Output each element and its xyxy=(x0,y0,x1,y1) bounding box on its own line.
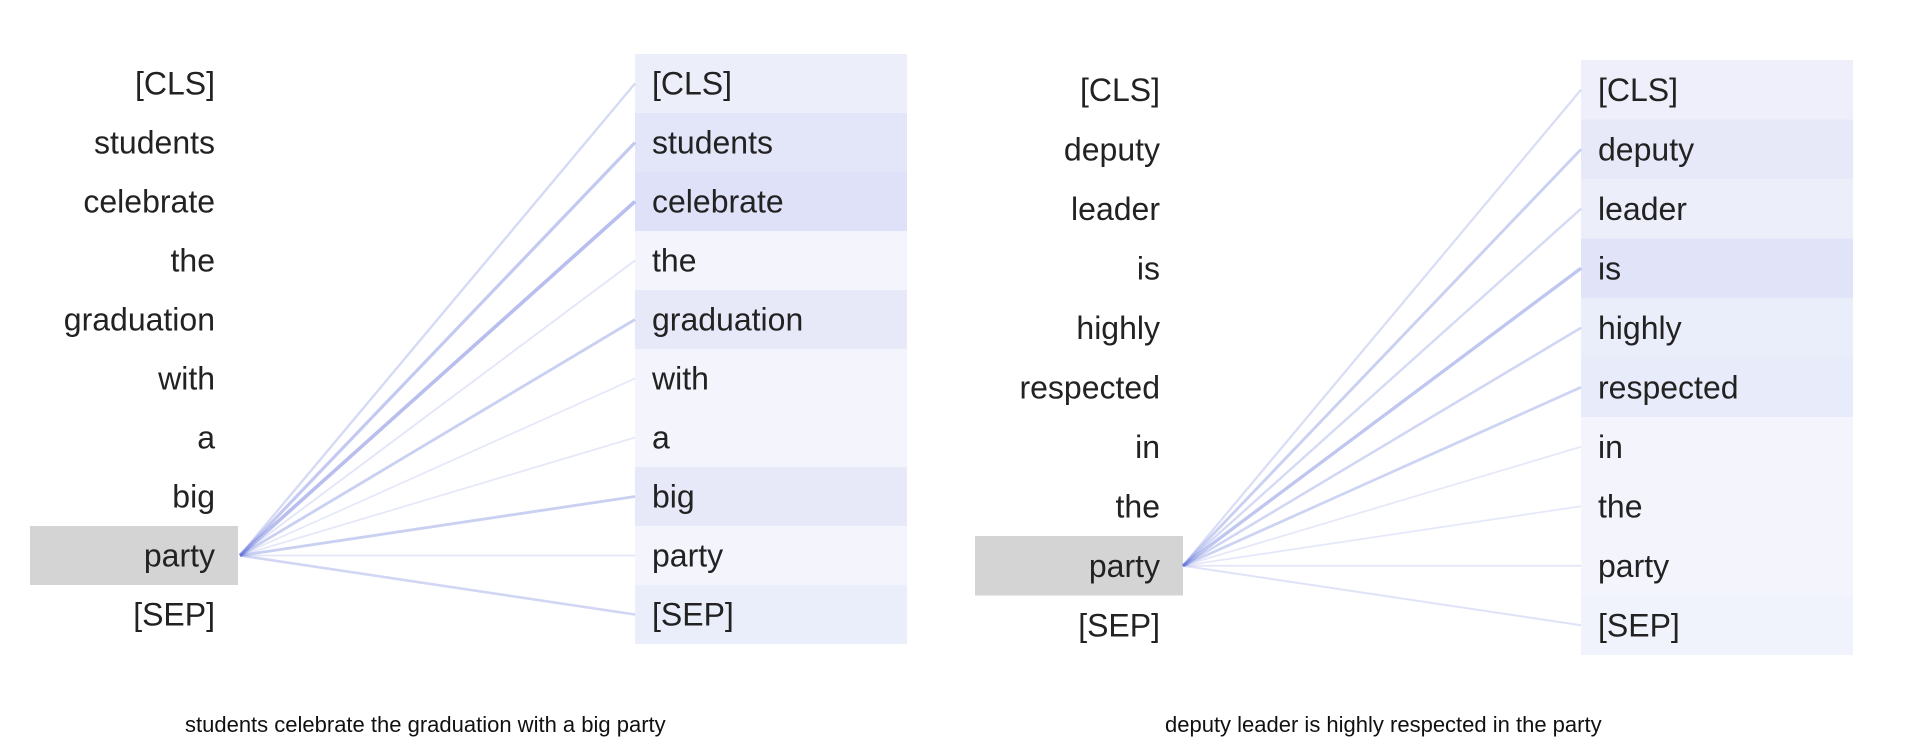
attention-line xyxy=(1182,207,1582,567)
key-token[interactable]: a xyxy=(652,420,670,456)
key-token[interactable]: the xyxy=(1598,488,1642,524)
target-token-bg xyxy=(635,113,907,172)
query-token[interactable]: [SEP] xyxy=(1078,607,1160,643)
attention-line xyxy=(239,377,636,557)
attention-line xyxy=(1182,386,1582,567)
key-token[interactable]: graduation xyxy=(652,302,803,338)
attention-line xyxy=(1182,326,1582,567)
target-token-bg xyxy=(635,585,907,644)
attention-line xyxy=(1182,445,1582,567)
target-token-bg xyxy=(1581,298,1853,358)
target-token-bg xyxy=(635,172,907,231)
attention-line xyxy=(239,259,636,557)
attention-line xyxy=(1182,266,1582,568)
target-token-bg xyxy=(1581,476,1853,536)
query-token[interactable]: a xyxy=(197,420,215,456)
query-token[interactable]: the xyxy=(171,243,215,279)
query-token[interactable]: the xyxy=(1116,488,1160,524)
key-token[interactable]: is xyxy=(1598,250,1621,286)
key-token[interactable]: [SEP] xyxy=(1598,607,1680,643)
key-token[interactable]: [CLS] xyxy=(652,66,732,102)
query-token[interactable]: big xyxy=(172,479,215,515)
attention-line xyxy=(1182,505,1582,567)
target-token-bg xyxy=(635,408,907,467)
target-token-bg xyxy=(635,54,907,113)
target-token-bg xyxy=(1581,536,1853,596)
target-token-bg xyxy=(1581,119,1853,179)
query-token[interactable]: highly xyxy=(1076,310,1160,346)
target-token-bg xyxy=(635,290,907,349)
query-token[interactable]: deputy xyxy=(1064,131,1160,167)
key-token[interactable]: party xyxy=(1598,548,1669,584)
query-token[interactable]: [CLS] xyxy=(1080,72,1160,108)
query-token[interactable]: leader xyxy=(1071,191,1160,227)
target-token-bg xyxy=(635,231,907,290)
key-token[interactable]: highly xyxy=(1598,310,1682,346)
target-token-bg xyxy=(635,349,907,408)
attention-diagram-1: [CLS] [CLS] students students celebrate celeb… xyxy=(30,54,907,644)
target-token-bg xyxy=(1581,357,1853,417)
target-token-bg xyxy=(1581,238,1853,298)
query-token[interactable]: [SEP] xyxy=(133,597,215,633)
query-token[interactable]: in xyxy=(1135,429,1160,465)
attention-line xyxy=(238,200,637,557)
key-token[interactable]: students xyxy=(652,125,773,161)
attention-line xyxy=(239,318,636,557)
query-token-selected[interactable]: party xyxy=(144,538,215,574)
key-token[interactable]: with xyxy=(651,361,709,397)
key-token[interactable]: celebrate xyxy=(652,184,784,220)
sentence-caption-1: students celebrate the graduation with a… xyxy=(185,712,666,737)
query-token[interactable]: is xyxy=(1137,250,1160,286)
key-token[interactable]: in xyxy=(1598,429,1623,465)
target-token-bg xyxy=(1581,60,1853,120)
attention-panel-1: [CLS] [CLS] students students celebrate celeb… xyxy=(0,0,940,752)
target-token-bg xyxy=(1581,417,1853,477)
attention-line xyxy=(239,82,636,557)
target-token-bg xyxy=(635,467,907,526)
query-token[interactable]: celebrate xyxy=(83,184,215,220)
query-token[interactable]: with xyxy=(157,361,215,397)
sentence-caption-2: deputy leader is highly respected in the… xyxy=(1165,712,1602,737)
attention-line xyxy=(1181,148,1583,567)
selected-token-highlight xyxy=(975,536,1183,596)
query-token[interactable]: graduation xyxy=(64,302,215,338)
attention-diagram-2: [CLS] [CLS] deputy deputy leader leader is is hi… xyxy=(975,60,1853,655)
query-token[interactable]: students xyxy=(94,125,215,161)
attention-line xyxy=(1182,564,1582,627)
key-token[interactable]: leader xyxy=(1598,191,1687,227)
key-token[interactable]: respected xyxy=(1598,369,1739,405)
attention-line xyxy=(1182,89,1582,567)
key-token[interactable]: [CLS] xyxy=(1598,72,1678,108)
key-token[interactable]: party xyxy=(652,538,723,574)
key-token[interactable]: the xyxy=(652,243,696,279)
selected-token-highlight xyxy=(30,526,238,585)
key-token[interactable]: deputy xyxy=(1598,131,1694,167)
query-token[interactable]: respected xyxy=(1019,369,1160,405)
target-token-bg xyxy=(1581,595,1853,655)
key-token[interactable]: [SEP] xyxy=(652,597,734,633)
attention-line xyxy=(239,436,636,557)
target-token-bg xyxy=(635,526,907,585)
attention-panel-2: [CLS] [CLS] deputy deputy leader leader is is hi… xyxy=(950,0,1914,752)
target-token-bg xyxy=(1581,179,1853,239)
query-token-selected[interactable]: party xyxy=(1089,548,1160,584)
attention-line xyxy=(238,141,637,557)
attention-line xyxy=(239,554,636,616)
key-token[interactable]: big xyxy=(652,479,695,515)
attention-line xyxy=(239,495,636,557)
query-token[interactable]: [CLS] xyxy=(135,66,215,102)
